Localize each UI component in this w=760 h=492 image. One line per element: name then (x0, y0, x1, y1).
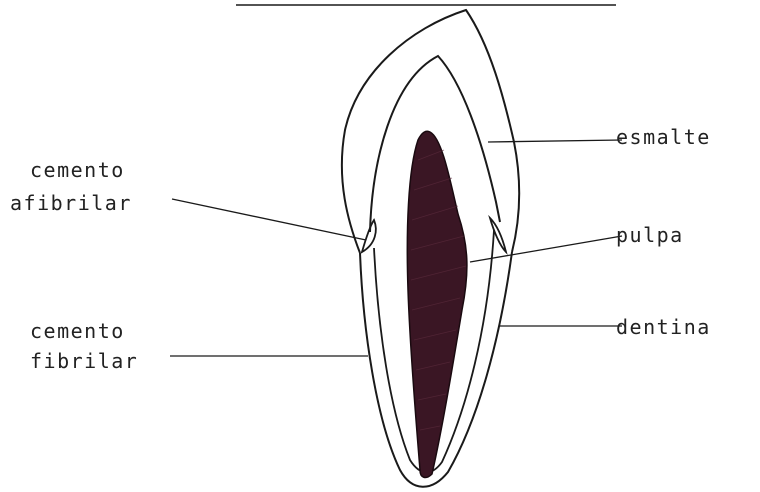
leader-cemento-afibrilar (172, 199, 366, 240)
cemento-afibrilar-left-shape (362, 220, 376, 252)
label-cemento-afibrilar-line1: cemento (30, 157, 125, 183)
label-cemento-fibrilar-line1: cemento (30, 318, 125, 344)
label-dentina: dentina (616, 314, 711, 340)
label-pulpa: pulpa (616, 222, 684, 248)
pulp-chamber (407, 131, 467, 477)
label-cemento-afibrilar-line2: afibrilar (10, 190, 132, 216)
label-esmalte: esmalte (616, 124, 711, 150)
label-cemento-fibrilar-line2: fibrilar (30, 348, 138, 374)
leader-esmalte (488, 140, 622, 142)
